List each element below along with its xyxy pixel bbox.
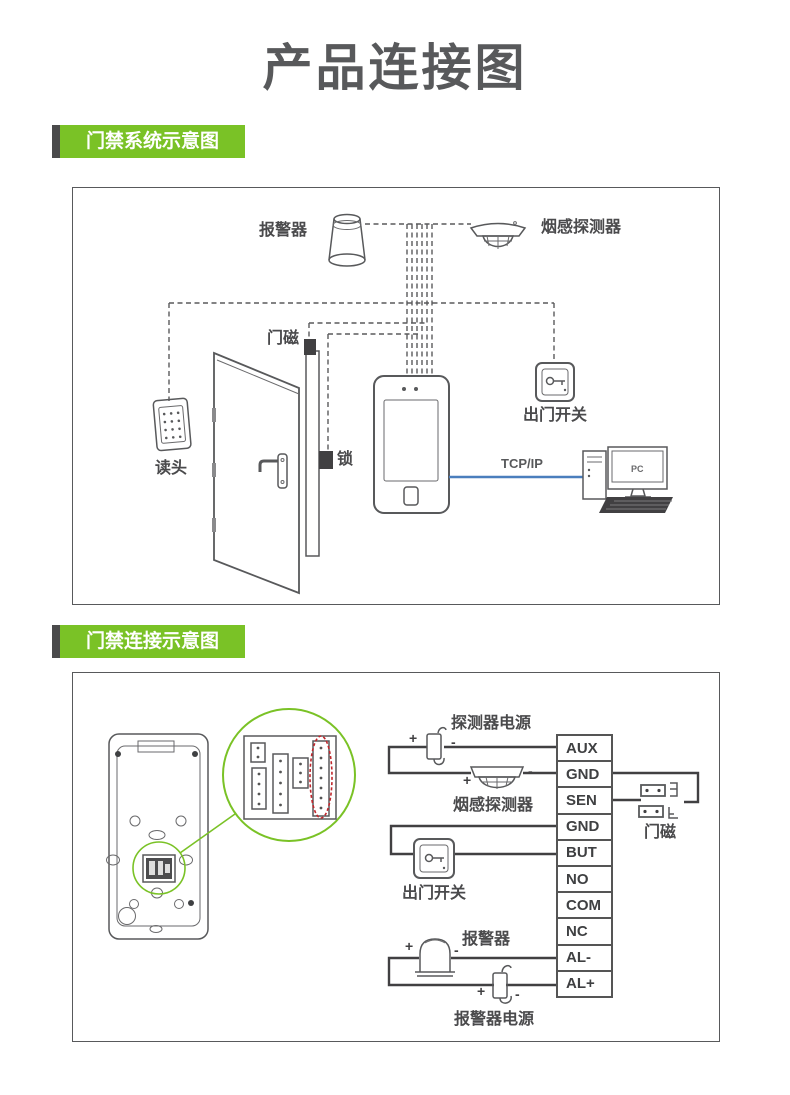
plus-sign: +: [409, 730, 418, 746]
door-magnet-label: 门磁: [267, 330, 300, 347]
terminal-cell: COM: [558, 891, 611, 917]
section-notch: [52, 125, 60, 158]
smoke-detector-icon: [469, 766, 525, 789]
access-terminal-icon: [373, 375, 450, 514]
exit-button-label: 出门开关: [523, 407, 588, 424]
terminal-cell: AL+: [558, 969, 611, 996]
alarm-siren-icon: [328, 213, 366, 267]
connection-diagram-art: [106, 708, 700, 1004]
terminal-cell: GND: [558, 760, 611, 786]
zoom-callout: [132, 708, 356, 895]
door-magnet-label: 门磁: [644, 824, 677, 841]
section-title: 门禁连接示意图: [60, 625, 246, 658]
alarm-label: 报警器: [259, 222, 308, 239]
terminal-cell: AUX: [566, 739, 598, 757]
plus-sign: +: [463, 772, 472, 788]
plus-sign: +: [477, 983, 486, 999]
section-header-system: 门禁系统示意图: [52, 125, 246, 158]
terminal-cell: NO: [558, 865, 611, 891]
door-magnet-icon: [638, 782, 678, 819]
alarm-siren-icon: [415, 938, 455, 977]
section-header-connection: 门禁连接示意图: [52, 625, 246, 658]
reader-label: 读头: [155, 460, 188, 477]
terminal-cell: NC: [558, 917, 611, 943]
terminal-wires: [387, 745, 700, 987]
system-diagram-panel: 报警器 烟感探测器 门磁 读头 锁 出门开关 TCP/IP PC: [72, 187, 720, 605]
smoke-detector-label: 烟感探测器: [541, 219, 622, 236]
pc-label: PC: [631, 464, 644, 474]
smoke-detector-label: 烟感探测器: [453, 797, 534, 814]
dashed-wiring: [168, 223, 555, 451]
device-backplate-icon: [106, 733, 209, 940]
pc-icon: [582, 446, 673, 513]
alarm-power-label: 报警器电源: [454, 1011, 535, 1028]
page-title: 产品连接图: [262, 40, 528, 96]
door-handle-icon: [258, 453, 288, 489]
exit-button-label: 出门开关: [402, 885, 467, 902]
minus-sign: -: [451, 734, 456, 750]
alarm-power-adapter-icon: [492, 964, 512, 1004]
section-notch: [52, 625, 60, 658]
detector-power-label: 探测器电源: [451, 715, 532, 732]
reader-icon: [152, 397, 192, 452]
tcpip-label: TCP/IP: [501, 456, 543, 471]
lock-label: 锁: [337, 451, 354, 468]
system-diagram-art: [152, 213, 673, 595]
alarm-label: 报警器: [462, 931, 511, 948]
terminal-block: AUX GND SEN GND BUT NO COM NC AL- AL+: [556, 734, 613, 998]
connection-diagram-panel: AUX GND SEN GND BUT NO COM NC AL- AL+ 探测…: [72, 672, 720, 1042]
minus-sign: -: [528, 763, 533, 779]
detector-power-adapter-icon: [426, 726, 447, 766]
smoke-detector-icon: [469, 221, 527, 249]
terminal-cell: AL-: [558, 943, 611, 970]
terminal-cell: SEN: [558, 786, 611, 812]
exit-button-icon: [535, 362, 575, 402]
lock-icon: [319, 451, 333, 469]
door-magnet-icon: [304, 339, 316, 355]
terminal-cell: GND: [558, 812, 611, 839]
minus-sign: -: [515, 986, 520, 1002]
section-title: 门禁系统示意图: [60, 125, 246, 158]
highlighted-terminal-outline: [309, 735, 333, 819]
connector-board: [250, 735, 333, 819]
terminal-cell: BUT: [558, 838, 611, 865]
exit-button-icon: [413, 838, 455, 879]
minus-sign: -: [454, 942, 459, 958]
plus-sign: +: [405, 938, 414, 954]
door-icon: [212, 350, 320, 595]
